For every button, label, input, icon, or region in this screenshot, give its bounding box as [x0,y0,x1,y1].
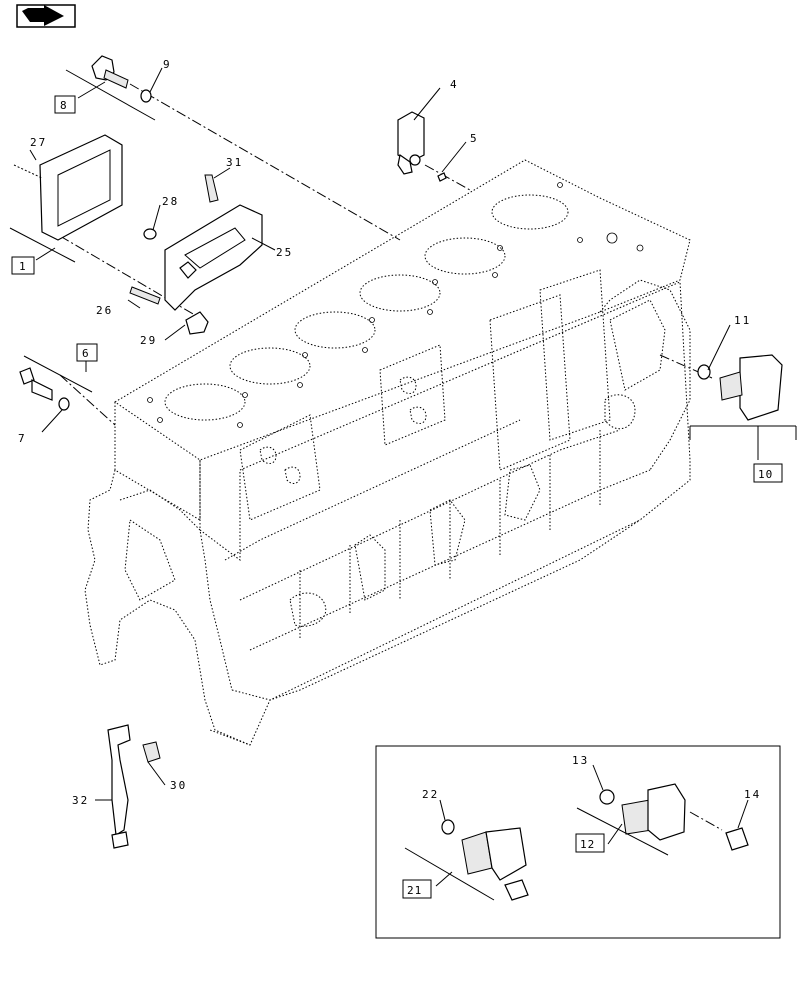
label-29: 29 [140,334,157,347]
sensor-part-12 [599,783,749,851]
next-page-arrow-icon[interactable] [16,4,76,28]
engine-block [84,159,691,746]
sensor-part-6 [19,367,70,411]
boxed-labels: 8 1 6 10 12 21 [11,95,783,899]
sensor-part-4 [397,111,447,182]
label-32: 32 [72,794,89,807]
label-27: 27 [30,136,47,149]
label-6: 6 [82,347,90,360]
center-lines [59,83,723,831]
label-1: 1 [19,260,27,273]
label-31: 31 [226,156,243,169]
label-26: 26 [96,304,113,317]
label-4: 4 [450,78,459,91]
part-labels: 9 4 5 27 31 28 25 26 29 7 11 13 14 22 30… [18,58,761,807]
label-30: 30 [170,779,187,792]
ecu-module-part-1 [13,134,123,241]
label-8: 8 [60,99,68,112]
label-28: 28 [162,195,179,208]
callout-brackets [9,69,797,901]
plug-part-29 [185,311,209,335]
bracket-part-25 [129,174,263,311]
label-12: 12 [580,838,595,851]
sensor-part-10 [697,354,783,421]
sensor-part-21 [441,819,529,901]
sensor-part-8 [91,55,152,103]
label-25: 25 [276,246,293,259]
label-21: 21 [407,884,422,897]
label-5: 5 [470,132,479,145]
label-9: 9 [163,58,172,71]
label-14: 14 [744,788,761,801]
label-11: 11 [734,314,751,327]
label-13: 13 [572,754,589,767]
ground-strap-part-32 [107,724,161,849]
label-22: 22 [422,788,439,801]
label-leaders [29,67,749,829]
label-10: 10 [758,468,773,481]
label-7: 7 [18,432,27,445]
inset-frame [375,745,781,939]
